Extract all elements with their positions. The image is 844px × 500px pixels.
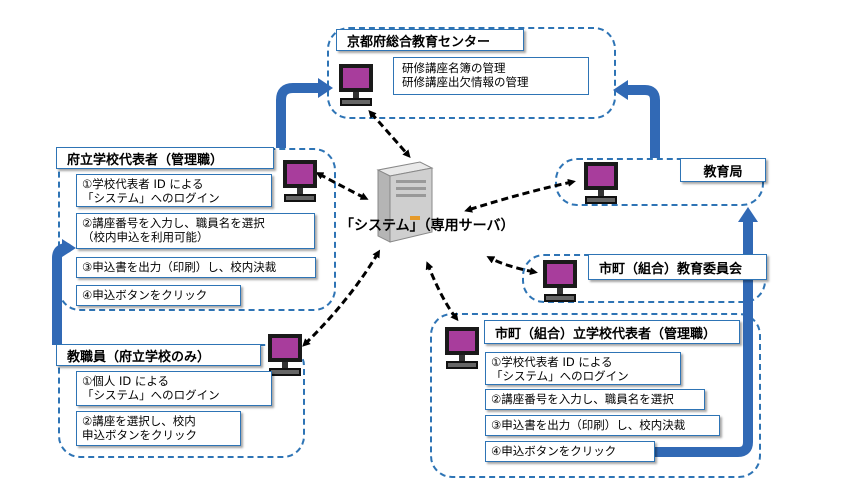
municipal-school-title: 市町（組合）立学校代表者（管理職） — [484, 320, 740, 344]
prefecture-step-2: ②講座番号を入力し、職員名を選択 （校内申込を利用可能） — [76, 213, 315, 249]
link-municipal-school-server — [425, 261, 459, 322]
computer-icon — [581, 160, 621, 206]
prefecture-step-3: ③申込書を出力（印刷）し、校内決裁 — [76, 257, 316, 278]
flow-arrow-prefecture-to-center — [276, 83, 318, 148]
municipal-school-step-2: ②講座番号を入力し、職員名を選択 — [485, 389, 705, 410]
staff-title: 教職員（府立学校のみ） — [56, 344, 261, 366]
computer-icon — [442, 325, 482, 371]
server-icon — [370, 160, 436, 244]
staff-step-2: ②講座を選択し、校内 申込ボタンをクリック — [76, 411, 241, 446]
municipal-school-step-3: ③申込書を出力（印刷）し、校内決裁 — [485, 415, 720, 436]
center-group — [327, 27, 616, 119]
computer-icon — [265, 332, 305, 378]
center-title: 京都府総合教育センター — [336, 29, 524, 51]
municipal-school-step-1: ①学校代表者 ID による 「システム」へのログイン — [485, 352, 681, 385]
prefecture-title: 府立学校代表者（管理職） — [56, 147, 274, 169]
staff-step-1: ①個人 ID による 「システム」へのログイン — [76, 371, 272, 406]
computer-icon — [540, 258, 580, 304]
board-title: 教育局 — [680, 158, 766, 182]
prefecture-step-1: ①学校代表者 ID による 「システム」へのログイン — [76, 174, 272, 207]
center-note: 研修講座名簿の管理 研修講座出欠情報の管理 — [393, 57, 589, 95]
flow-arrow-board-to-center — [628, 85, 660, 158]
computer-icon — [336, 62, 376, 108]
server-label: 「システム」（専用サーバ） — [340, 218, 515, 234]
municipal-school-group — [430, 313, 761, 478]
computer-icon — [280, 158, 320, 204]
municipal-school-step-4: ④申込ボタンをクリック — [485, 441, 655, 462]
prefecture-step-4: ④申込ボタンをクリック — [76, 285, 241, 306]
municipal-board-title: 市町（組合）教育委員会 — [588, 254, 767, 280]
link-center-server — [368, 110, 411, 159]
arrowhead-board — [738, 207, 758, 222]
